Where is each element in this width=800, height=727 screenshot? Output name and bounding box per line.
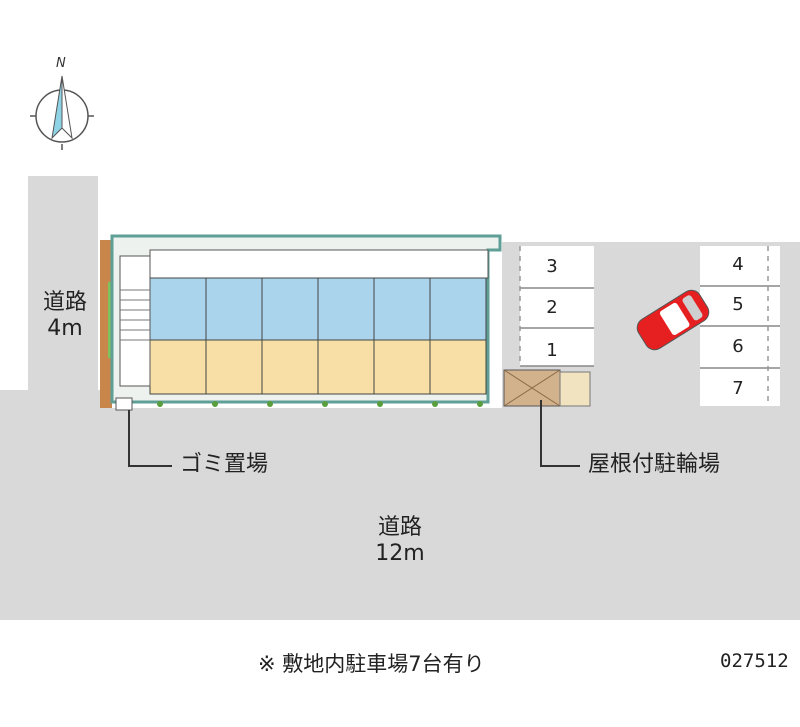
bicycle-leader-horizontal <box>540 465 580 467</box>
side-road-label: 道路 4m <box>30 290 100 342</box>
bicycle-label: 屋根付駐輪場 <box>588 452 721 477</box>
garbage-leader-vertical <box>128 410 130 466</box>
bicycle-leader-vertical <box>540 400 542 466</box>
parking-slot-6: 6 <box>732 336 744 357</box>
parking-slot-2: 2 <box>546 297 558 318</box>
parking-slot-4: 4 <box>732 254 744 275</box>
side-road-width: 4m <box>47 316 83 341</box>
main-road-label: 道路 12m <box>360 515 440 567</box>
compass-north-label: N <box>56 56 66 71</box>
site-plan <box>100 234 800 411</box>
property-code: 027512 <box>720 650 789 672</box>
main-road-width: 12m <box>375 541 425 566</box>
parking-left-block <box>520 246 594 366</box>
side-road <box>28 176 98 416</box>
garbage-area <box>115 397 133 411</box>
main-road <box>0 408 800 620</box>
parking-slot-1: 1 <box>546 340 558 361</box>
garbage-leader-horizontal <box>128 465 172 467</box>
garbage-label: ゴミ置場 <box>180 452 269 477</box>
parking-slot-5: 5 <box>732 294 744 315</box>
bike-racks <box>559 371 591 407</box>
stairs <box>119 255 151 387</box>
car-icon <box>636 289 710 351</box>
main-road-name: 道路 <box>377 515 422 540</box>
compass-icon <box>30 75 94 150</box>
side-road-name: 道路 <box>42 290 87 315</box>
parking-slot-7: 7 <box>732 378 744 399</box>
parking-note: ※ 敷地内駐車場7台有り <box>258 652 485 676</box>
compass: N <box>22 56 102 154</box>
shrubs <box>157 401 483 407</box>
parking-slot-3: 3 <box>546 256 558 277</box>
building-units <box>149 277 487 395</box>
